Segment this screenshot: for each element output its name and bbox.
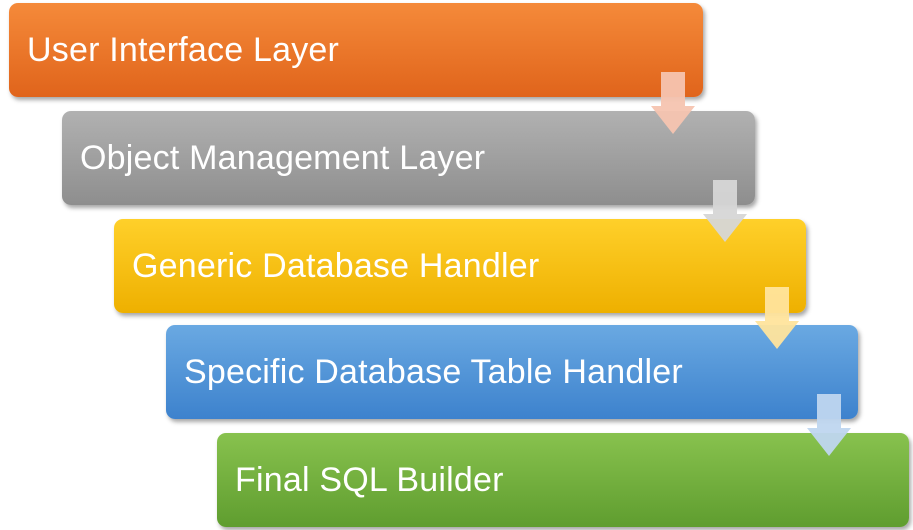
specific-database-table-handler-box: Specific Database Table Handler: [166, 325, 858, 419]
down-arrow-icon: [651, 72, 695, 134]
object-management-layer-box: Object Management Layer: [62, 111, 755, 205]
down-arrow-icon: [755, 287, 799, 349]
down-arrow-icon: [703, 180, 747, 242]
layer-label: User Interface Layer: [27, 30, 340, 69]
generic-database-handler-box: Generic Database Handler: [114, 219, 806, 313]
final-sql-builder-box: Final SQL Builder: [217, 433, 909, 527]
user-interface-layer-box: User Interface Layer: [9, 3, 703, 97]
down-arrow-icon: [807, 394, 851, 456]
layer-label: Generic Database Handler: [132, 246, 540, 285]
layer-label: Final SQL Builder: [235, 460, 504, 499]
layer-label: Specific Database Table Handler: [184, 352, 683, 391]
layer-label: Object Management Layer: [80, 138, 486, 177]
